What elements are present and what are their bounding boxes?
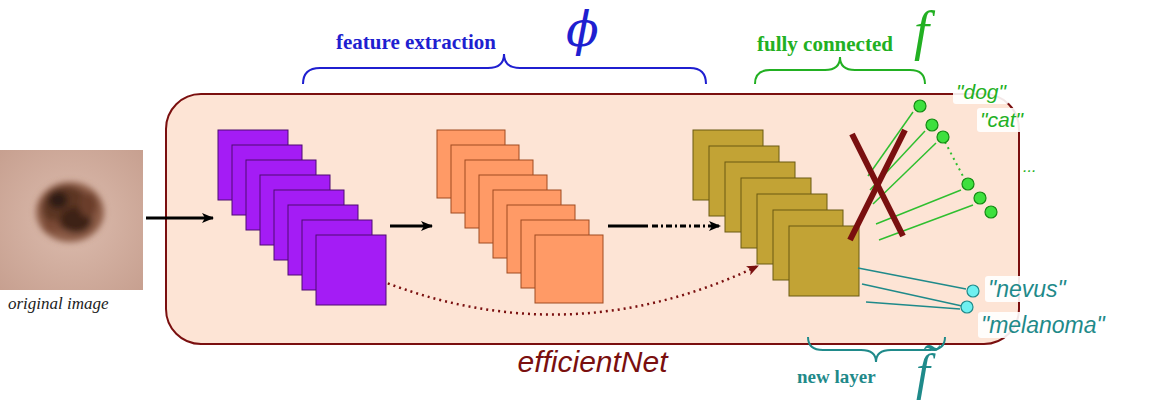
removed-cross [850, 130, 905, 240]
label-wrap: original image [8, 294, 109, 314]
class-label: "dog" [953, 80, 1009, 104]
math-symbol: ϕ [566, 2, 599, 57]
brace [303, 54, 706, 84]
ellipsis: ... [1020, 158, 1039, 176]
skin-lesion-photo [0, 150, 143, 290]
image-caption: original image [8, 294, 109, 314]
class-label: "melanoma" [978, 312, 1108, 338]
flow-line [608, 225, 648, 228]
class-label: "cat" [977, 108, 1026, 132]
math-symbol: f̃ [916, 344, 930, 402]
label-wrap: ϕ [566, 2, 599, 57]
feature-map-stack [693, 130, 859, 296]
label-wrap: ... [1020, 158, 1039, 176]
node-title: efficientNet [517, 345, 667, 379]
math-symbol: f [914, 0, 929, 62]
label-wrap: feature extraction [336, 30, 496, 54]
flow-arrow [146, 217, 213, 220]
label-wrap: new layer [797, 366, 876, 388]
new-output-neuron [961, 285, 979, 313]
section-title: fully connected [757, 32, 893, 56]
class-label: "nevus" [985, 276, 1069, 302]
dots-ellipsis-line [945, 142, 965, 180]
section-title: feature extraction [336, 30, 496, 54]
label-wrap: f̃ [916, 344, 930, 402]
label-wrap: fully connected [757, 32, 893, 56]
flow-arrow [390, 225, 432, 228]
label-wrap: "melanoma" [978, 312, 1108, 338]
feature-map-stack [437, 130, 603, 303]
brace [755, 57, 925, 84]
flow-arrow-dashed [652, 225, 720, 228]
label-wrap: f [914, 0, 929, 62]
section-title: new layer [797, 366, 876, 388]
new-connections [858, 268, 966, 309]
label-wrap: "dog" [953, 80, 1009, 104]
label-wrap: "cat" [977, 108, 1026, 132]
label-wrap: "nevus" [985, 276, 1069, 302]
feature-map-stack [218, 130, 386, 305]
